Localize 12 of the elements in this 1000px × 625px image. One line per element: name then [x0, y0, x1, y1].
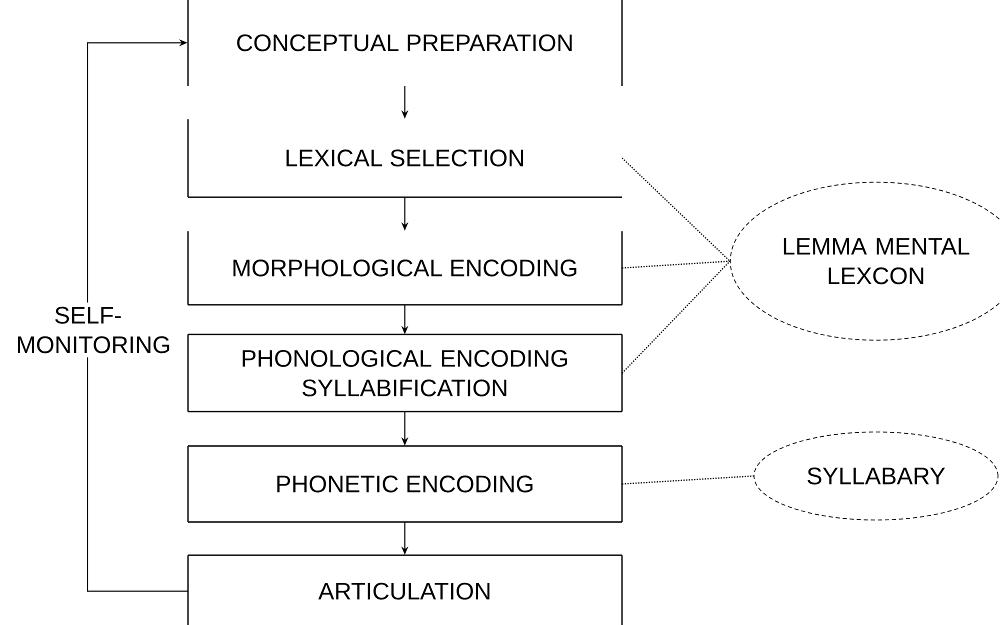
dotted-line — [622, 260, 730, 269]
edge-label: SELF- MONITORING — [12, 302, 170, 358]
process-box: MORPHOLOGICAL ENCODING — [187, 231, 623, 306]
feedback-arrow — [86, 39, 188, 592]
process-box: LEXICAL SELECTION — [187, 119, 622, 198]
dotted-line — [622, 158, 730, 262]
process-box: PHONETIC ENCODING — [187, 445, 623, 523]
process-box: CONCEPTUAL PREPARATION — [187, 0, 623, 86]
process-box: ARTICULATION — [187, 554, 623, 625]
process-box: PHONOLOGICAL ENCODING SYLLABIFICATION — [187, 334, 623, 412]
dotted-line — [622, 475, 754, 485]
dotted-line — [622, 260, 730, 374]
